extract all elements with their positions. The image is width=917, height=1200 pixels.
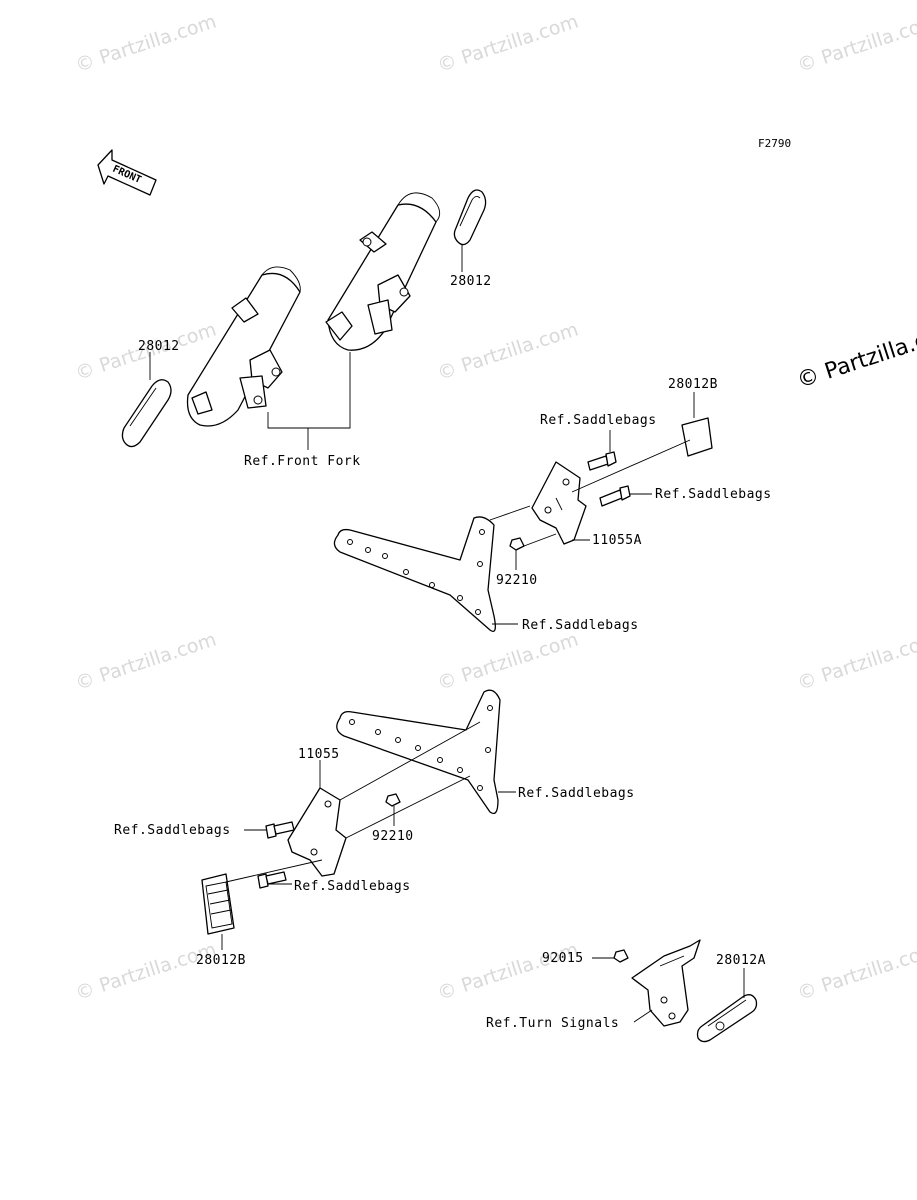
- reflector-a: [696, 994, 758, 1043]
- label-reflector-fork-left: 28012: [138, 339, 180, 354]
- label-ref-turn-signals: Ref.Turn Signals: [486, 1016, 619, 1031]
- axis-line: [489, 505, 557, 547]
- label-ref-saddlebags-left-rail: Ref.Saddlebags: [518, 786, 635, 801]
- watermark-layer: © Partzilla.com © Partzilla.com © Partzi…: [73, 11, 917, 1005]
- label-ref-saddlebags-upper: Ref.Saddlebags: [540, 413, 657, 428]
- watermark: © Partzilla.com: [73, 11, 219, 77]
- nut-92015: [613, 949, 629, 963]
- label-nut-right: 92210: [496, 573, 538, 588]
- front-fork-left-leg: [186, 266, 301, 427]
- label-reflector-a: 28012A: [716, 953, 766, 968]
- label-ref-front-fork: Ref.Front Fork: [244, 454, 361, 469]
- label-nut-rear: 92015: [542, 951, 584, 966]
- label-bracket-right: 11055A: [592, 533, 642, 548]
- bolt-upper-right: [587, 451, 617, 471]
- watermark: © Partzilla.com: [435, 319, 581, 385]
- label-reflector-b-right: 28012B: [668, 377, 718, 392]
- reflector-b-left: [201, 873, 235, 935]
- reflector-fork-left: [121, 379, 172, 448]
- nut-92210-right: [509, 537, 525, 551]
- watermark: © Partzilla.com: [795, 11, 917, 77]
- watermark: © Partzilla.com: [795, 629, 917, 695]
- front-fork-right-leg: [325, 192, 441, 351]
- label-ref-saddlebags-left-bolt1: Ref.Saddlebags: [114, 823, 231, 838]
- leader-line: [633, 1009, 653, 1023]
- label-ref-saddlebags-right-bolt: Ref.Saddlebags: [655, 487, 772, 502]
- bolt-left-lower: [257, 871, 287, 889]
- reflector-fork-right: [453, 189, 487, 246]
- nut-92210-left: [385, 793, 401, 807]
- turn-signal-bracket: [631, 939, 701, 1027]
- label-reflector-fork-right: 28012: [450, 274, 492, 289]
- bracket-11055A: [531, 461, 587, 545]
- saddlebag-rail-left: [336, 689, 501, 815]
- axis-line: [345, 775, 471, 839]
- watermark: © Partzilla.com: [435, 629, 581, 695]
- axis-line: [225, 859, 323, 883]
- label-nut-left: 92210: [372, 829, 414, 844]
- saddlebag-rail-right: [333, 516, 496, 633]
- watermark: © Partzilla.com: [795, 939, 917, 1005]
- watermark: © Partzilla.com: [73, 939, 219, 1005]
- label-ref-saddlebags-left-bolt2: Ref.Saddlebags: [294, 879, 411, 894]
- leader-line: [267, 352, 351, 450]
- axis-line: [571, 439, 691, 493]
- label-reflector-b-left: 28012B: [196, 953, 246, 968]
- watermark: © Partzilla.com: [435, 11, 581, 77]
- front-arrow-icon: FRONT: [97, 149, 157, 196]
- label-ref-saddlebags-right-rail: Ref.Saddlebags: [522, 618, 639, 633]
- watermark: © Partzilla.com: [73, 629, 219, 695]
- axis-line: [339, 721, 481, 801]
- bolt-left-upper: [265, 821, 295, 839]
- watermark-bold: © Partzilla.com: [794, 317, 917, 393]
- reflector-b-right: [681, 417, 713, 457]
- bolt-lower-right: [599, 485, 631, 507]
- diagram-code: F2790: [758, 137, 791, 150]
- label-bracket-left: 11055: [298, 747, 340, 762]
- watermark: © Partzilla.com: [435, 939, 581, 1005]
- bracket-11055: [287, 787, 347, 877]
